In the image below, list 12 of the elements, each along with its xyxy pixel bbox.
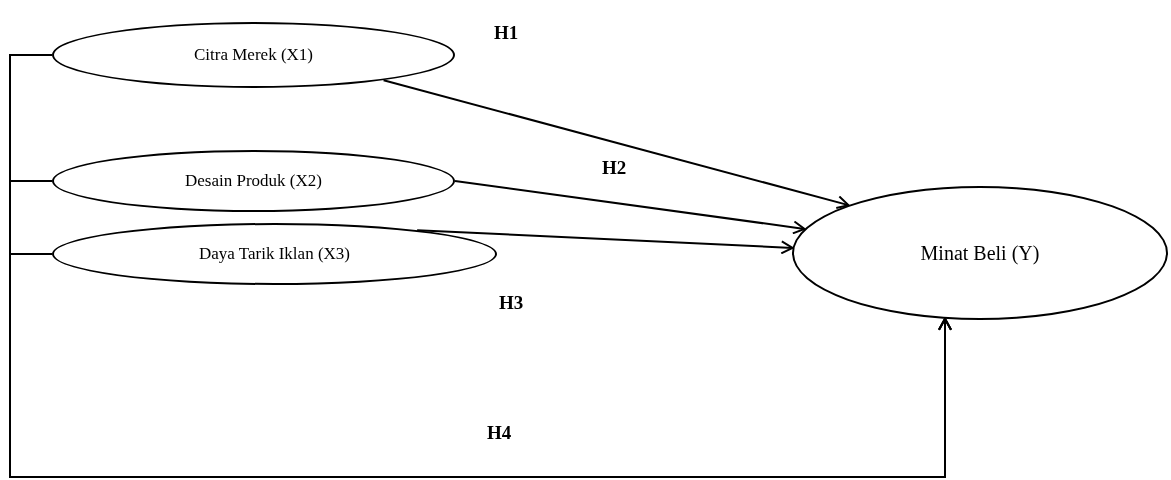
node-label: Desain Produk (X2) bbox=[185, 170, 322, 193]
arrow bbox=[416, 229, 794, 255]
arrow bbox=[382, 79, 850, 210]
arrow bbox=[9, 253, 952, 478]
edge-label: H2 bbox=[600, 158, 629, 177]
edge-label: H3 bbox=[497, 293, 526, 312]
edge-label: H4 bbox=[485, 423, 514, 442]
node-label: Citra Merek (X1) bbox=[194, 44, 313, 67]
edge-label: H1 bbox=[492, 23, 521, 42]
arrow bbox=[454, 180, 806, 235]
node-label: Minat Beli (Y) bbox=[920, 241, 1040, 267]
node-label: Daya Tarik Iklan (X3) bbox=[199, 243, 350, 266]
